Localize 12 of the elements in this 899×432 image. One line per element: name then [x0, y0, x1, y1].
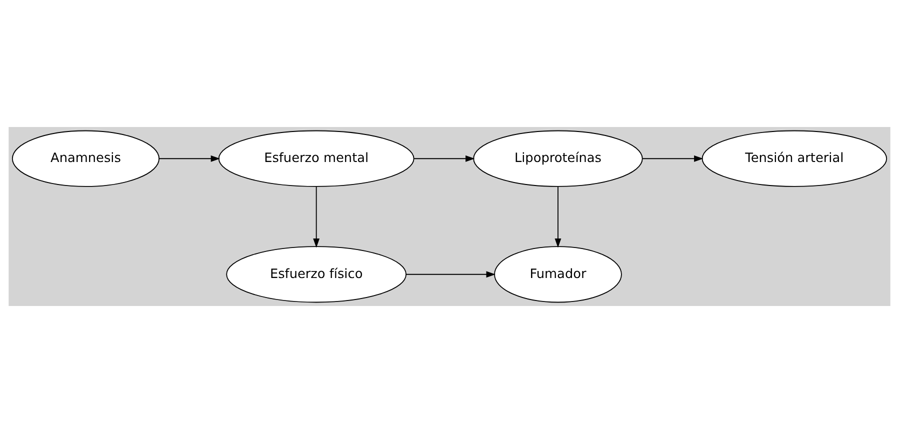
arrow [414, 154, 475, 162]
node-ellipse: Esfuerzo mental [218, 130, 414, 186]
arrow [313, 186, 320, 248]
arrow [554, 186, 562, 248]
node-ellipse: Esfuerzo físico [226, 246, 407, 302]
node-ellipse: Lipoproteínas [473, 130, 643, 186]
node-ellipse: Fumador [494, 246, 622, 302]
arrow [642, 154, 704, 162]
node-ellipse: Anamnesis [12, 130, 160, 186]
node-ellipse: Tensión arterial [702, 130, 888, 186]
arrow [406, 270, 496, 278]
arrow [158, 154, 220, 162]
